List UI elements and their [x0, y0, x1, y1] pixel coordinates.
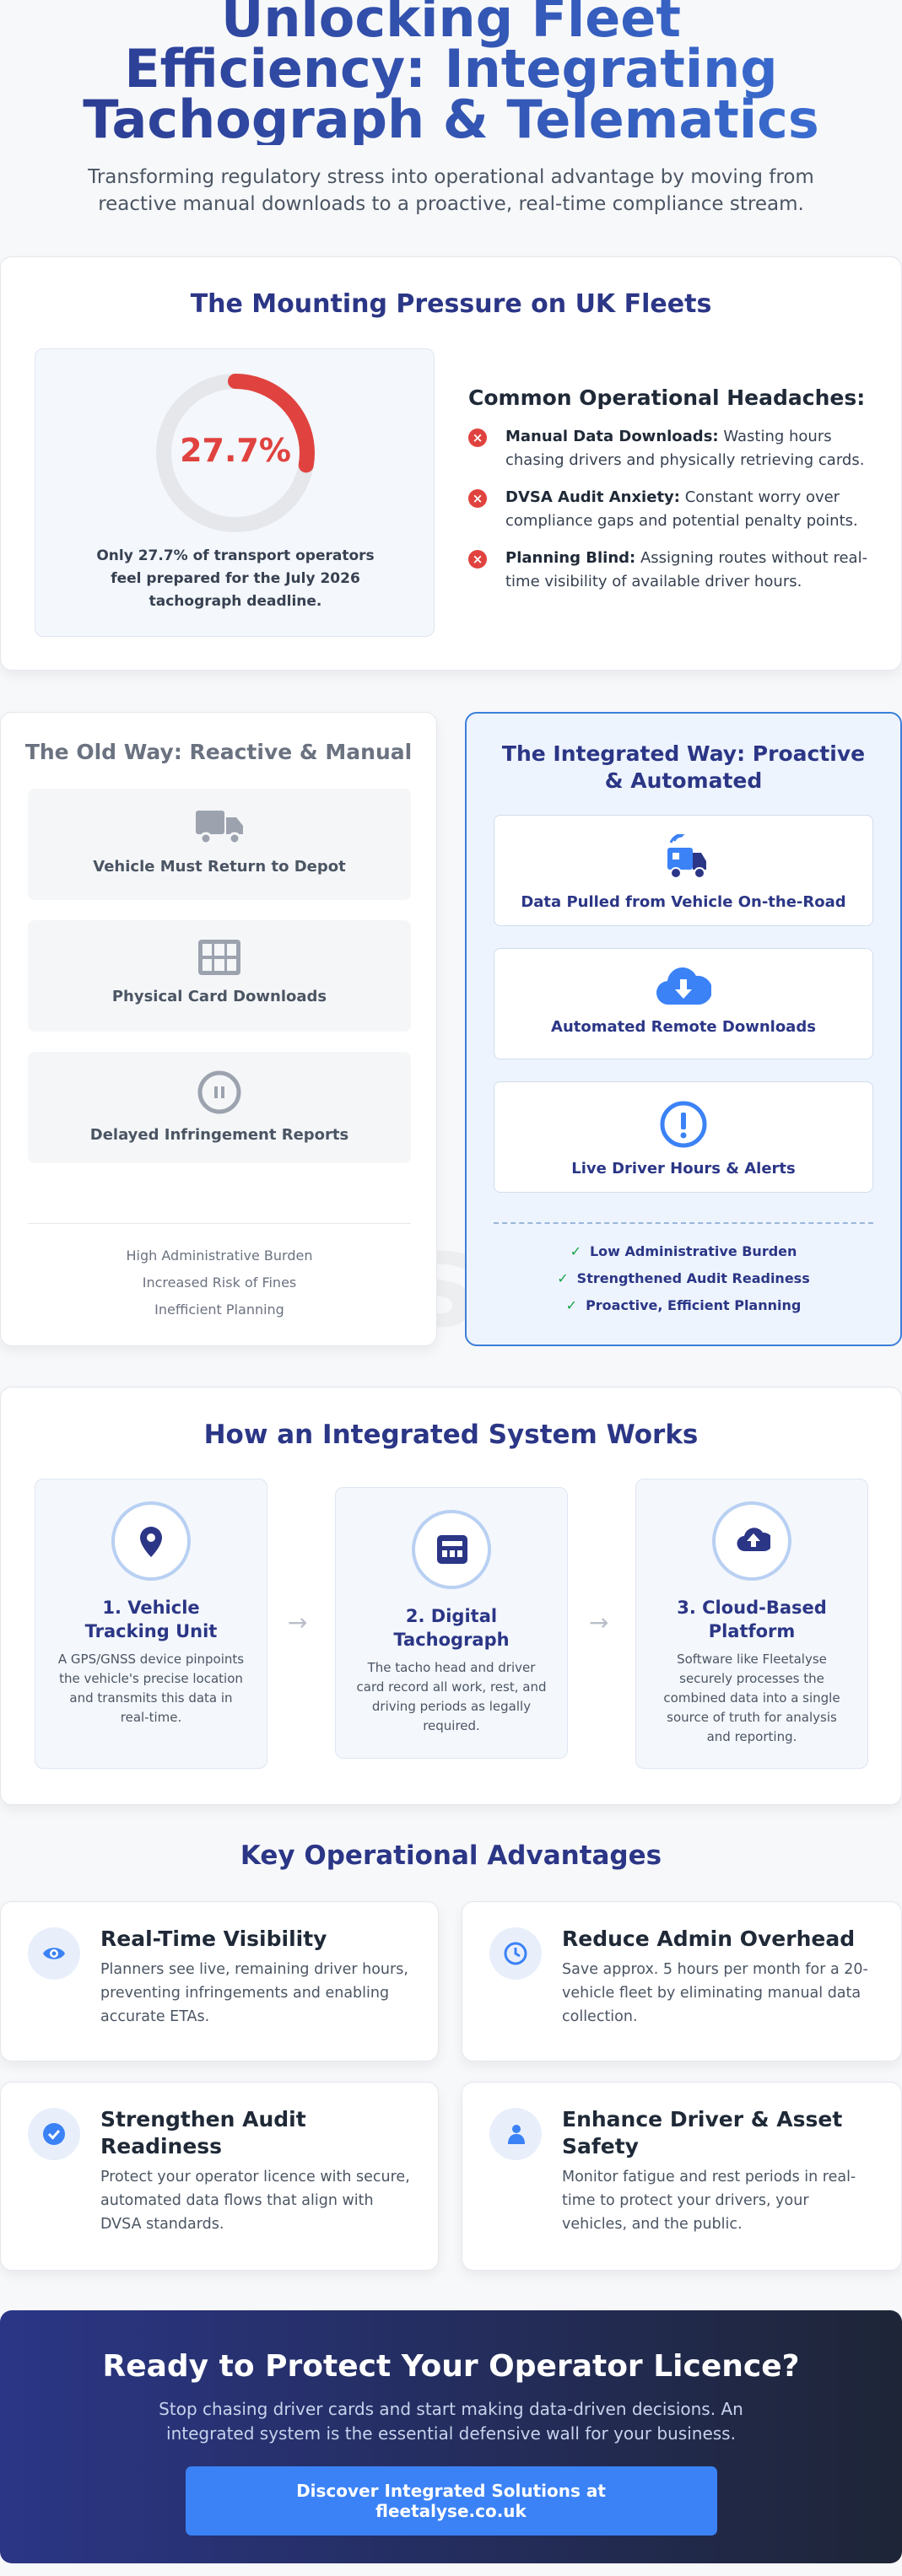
pressure-section: The Mounting Pressure on UK Fleets 27.7%… — [0, 256, 902, 671]
old-outcomes: High Administrative Burden Increased Ris… — [28, 1242, 411, 1323]
divider — [28, 1223, 411, 1224]
check-icon: ✓ — [565, 1297, 578, 1313]
stat-caption: Only 27.7% of transport operators feel p… — [96, 547, 375, 610]
cloud-upload-icon — [737, 1528, 770, 1552]
cta-button[interactable]: Discover Integrated Solutions at fleetal… — [185, 2466, 717, 2536]
new-step: Data Pulled from Vehicle On-the-Road — [494, 815, 873, 926]
advantage-title: Reduce Admin Overhead — [562, 1927, 856, 1951]
headache-title: DVSA Audit Anxiety: — [505, 488, 680, 506]
advantage-card: Enhance Driver & Asset Safety Monitor fa… — [462, 2082, 902, 2271]
old-step-label: Delayed Infringement Reports — [89, 1126, 349, 1144]
advantage-card: Real-Time Visibility Planners see live, … — [0, 1901, 439, 2061]
tachograph-icon — [437, 1535, 467, 1564]
headache-text: Assigning routes without real-time visib… — [505, 549, 868, 590]
advantage-card: Reduce Admin Overhead Save approx. 5 hou… — [462, 1901, 902, 2061]
pressure-heading: The Mounting Pressure on UK Fleets — [190, 289, 712, 319]
clock-icon — [504, 1942, 527, 1965]
how-step-title: 1. Vehicle Tracking Unit — [84, 1598, 218, 1641]
old-step: Delayed Infringement Reports — [28, 1052, 411, 1163]
truck-icon — [196, 811, 243, 845]
new-outcomes: ✓Low Administrative Burden ✓Strengthened… — [494, 1238, 873, 1319]
how-heading: How an Integrated System Works — [203, 1420, 699, 1450]
arrow-right-icon: → — [589, 1609, 609, 1636]
headache-text: Constant worry over compliance gaps and … — [505, 488, 858, 530]
pause-icon — [197, 1070, 241, 1114]
old-way-heading: The Old Way: Reactive & Manual — [24, 740, 413, 764]
outcome-item: ✓Proactive, Efficient Planning — [565, 1297, 802, 1313]
check-badge-icon — [43, 2123, 65, 2145]
readiness-donut-chart: 27.7% — [154, 371, 317, 535]
donut-svg — [156, 374, 315, 532]
outcome-item: High Administrative Burden — [126, 1248, 313, 1264]
cta-heading: Ready to Protect Your Operator Licence? — [102, 2349, 800, 2384]
dashed-divider — [494, 1222, 873, 1224]
page-subtitle: Transforming regulatory stress into oper… — [88, 166, 814, 215]
driver-icon — [508, 2125, 525, 2144]
donut-arc — [156, 374, 315, 532]
page-title: Unlocking Fleet Efficiency: Integrating … — [25, 0, 877, 146]
advantage-desc: Save approx. 5 hours per month for a 20-… — [562, 1961, 868, 2025]
cta-section: Ready to Protect Your Operator Licence? … — [0, 2310, 902, 2563]
stat-value: 27.7% — [180, 432, 291, 469]
old-step: Physical Card Downloads — [28, 920, 411, 1032]
new-way-card: The Integrated Way: Proactive & Automate… — [465, 712, 902, 1346]
how-step-desc: Software like Fleetalyse securely proces… — [663, 1652, 840, 1744]
eye-icon — [43, 1948, 65, 1959]
how-it-works-section: How an Integrated System Works 1. Vehicl… — [0, 1387, 902, 1805]
cta-text: Stop chasing driver cards and start maki… — [159, 2399, 743, 2444]
outcome-item: Increased Risk of Fines — [142, 1275, 297, 1291]
x-circle-icon: × — [468, 550, 487, 569]
old-way-card: The Old Way: Reactive & Manual Vehicle M… — [0, 712, 437, 1346]
headaches-list: Common Operational Headaches: × Manual D… — [468, 385, 873, 607]
cloud-download-icon — [656, 967, 711, 1005]
old-step: Vehicle Must Return to Depot — [28, 789, 411, 900]
check-icon: ✓ — [557, 1270, 569, 1286]
headache-text: Wasting hours chasing drivers and physic… — [505, 428, 865, 469]
old-step-label: Vehicle Must Return to Depot — [93, 858, 346, 876]
advantage-desc: Planners see live, remaining driver hour… — [100, 1961, 408, 2025]
advantage-title: Real-Time Visibility — [100, 1927, 327, 1951]
new-step-label: Live Driver Hours & Alerts — [571, 1160, 796, 1178]
truck-signal-icon — [667, 834, 706, 879]
headache-title: Manual Data Downloads: — [505, 428, 719, 445]
advantage-title: Strengthen Audit Readiness — [100, 2107, 306, 2158]
stat-box: 27.7% Only 27.7% of transport operators … — [35, 348, 435, 637]
headache-item: × DVSA Audit Anxiety: Constant worry ove… — [468, 486, 873, 533]
new-step: Live Driver Hours & Alerts — [494, 1081, 873, 1193]
how-step-desc: A GPS/GNSS device pinpoints the vehicle'… — [57, 1652, 245, 1725]
new-way-heading: The Integrated Way: Proactive & Automate… — [501, 741, 866, 793]
x-circle-icon: × — [468, 489, 487, 508]
alert-icon — [660, 1101, 707, 1148]
advantage-desc: Protect your operator licence with secur… — [100, 2169, 410, 2233]
how-step: 2. Digital Tachograph The tacho head and… — [335, 1487, 568, 1759]
headache-item: × Planning Blind: Assigning routes witho… — [468, 547, 873, 594]
how-step-title: 3. Cloud-Based Platform — [677, 1598, 827, 1641]
how-step: 3. Cloud-Based Platform Software like Fl… — [635, 1479, 868, 1769]
headache-item: × Manual Data Downloads: Wasting hours c… — [468, 425, 873, 472]
location-pin-icon — [140, 1527, 162, 1557]
x-circle-icon: × — [468, 428, 487, 447]
outcome-item: ✓Strengthened Audit Readiness — [557, 1270, 810, 1286]
how-step-desc: The tacho head and driver card record al… — [356, 1660, 547, 1733]
grid-icon — [198, 940, 240, 975]
outcome-item: Inefficient Planning — [154, 1301, 284, 1318]
old-step-label: Physical Card Downloads — [111, 988, 327, 1005]
how-step-title: 2. Digital Tachograph — [393, 1606, 510, 1650]
new-step-label: Data Pulled from Vehicle On-the-Road — [521, 893, 846, 911]
headache-title: Planning Blind: — [505, 549, 636, 567]
outcome-item: ✓Low Administrative Burden — [570, 1243, 797, 1259]
new-step: Automated Remote Downloads — [494, 948, 873, 1059]
how-step: 1. Vehicle Tracking Unit A GPS/GNSS devi… — [35, 1479, 267, 1769]
new-step-label: Automated Remote Downloads — [551, 1018, 816, 1036]
advantages-heading: Key Operational Advantages — [240, 1840, 662, 1871]
advantage-card: Strengthen Audit Readiness Protect your … — [0, 2082, 439, 2271]
check-icon: ✓ — [570, 1243, 581, 1259]
headaches-title: Common Operational Headaches: — [468, 385, 866, 410]
hero: Unlocking Fleet Efficiency: Integrating … — [0, 0, 902, 238]
advantage-desc: Monitor fatigue and rest periods in real… — [562, 2169, 856, 2233]
arrow-right-icon: → — [288, 1609, 308, 1636]
advantage-title: Enhance Driver & Asset Safety — [562, 2107, 843, 2158]
